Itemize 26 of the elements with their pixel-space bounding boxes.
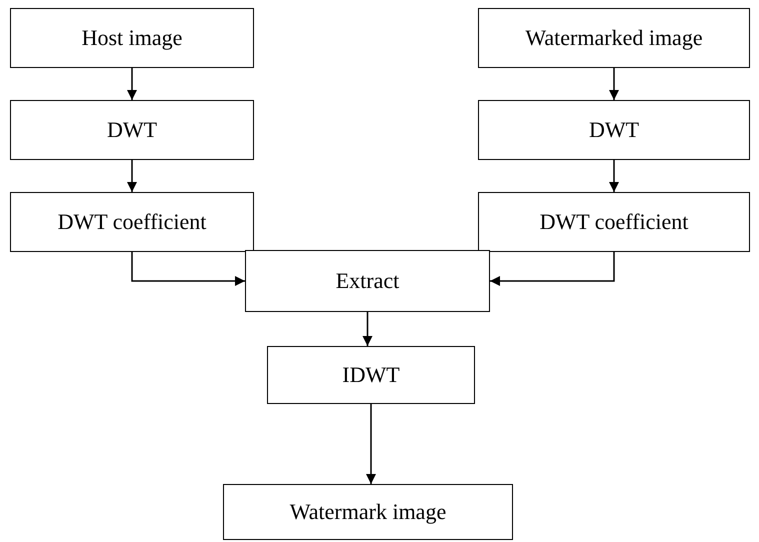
- process-box: [267, 346, 475, 404]
- arrow: [362, 312, 372, 346]
- arrow: [131, 252, 245, 286]
- box-label: DWT: [588, 117, 640, 143]
- arrow: [127, 68, 137, 100]
- box-label: DWT coefficient: [540, 209, 688, 235]
- arrow: [366, 404, 376, 484]
- process-box: [10, 192, 254, 252]
- process-box: [10, 8, 254, 68]
- box-label: IDWT: [342, 362, 400, 388]
- process-box: [10, 100, 254, 160]
- box-label: Host image: [82, 25, 182, 51]
- process-box: [478, 8, 750, 68]
- process-box: [223, 484, 513, 540]
- arrow: [609, 160, 619, 192]
- box-label: DWT coefficient: [58, 209, 206, 235]
- arrow: [609, 68, 619, 100]
- process-box: [245, 250, 490, 312]
- box-label: Extract: [336, 268, 400, 294]
- arrow: [127, 160, 137, 192]
- process-box: [478, 100, 750, 160]
- box-label: DWT: [106, 117, 158, 143]
- box-label: Watermark image: [290, 499, 446, 525]
- process-box: [478, 192, 750, 252]
- box-label: Watermarked image: [525, 25, 703, 51]
- arrow: [490, 252, 615, 286]
